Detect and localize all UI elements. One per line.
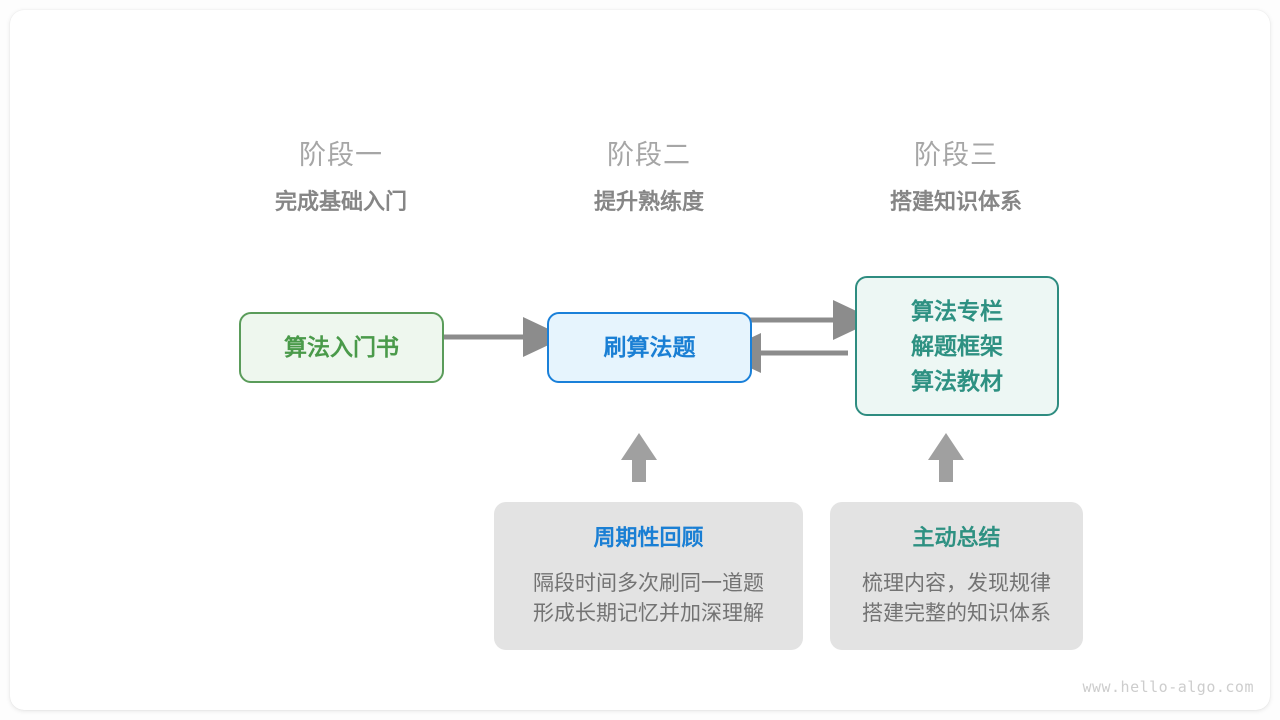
- node-practice-problems-line-1: 刷算法题: [603, 334, 696, 360]
- node-intro-book[interactable]: 算法入门书: [239, 312, 444, 383]
- stage-3-index: 阶段三: [914, 140, 998, 170]
- node-practice-problems[interactable]: 刷算法题: [547, 312, 752, 383]
- stage-column-1: 阶段一 完成基础入门: [191, 138, 491, 217]
- node-intro-book-line-1: 算法入门书: [284, 334, 399, 360]
- watermark: www.hello-algo.com: [1082, 678, 1254, 696]
- stage-column-2: 阶段二 提升熟练度: [499, 138, 799, 217]
- node-advanced-resources-line-3: 算法教材: [911, 367, 1003, 394]
- stage-1-index: 阶段一: [299, 140, 383, 170]
- diagram-canvas: 阶段一 完成基础入门 阶段二 提升熟练度 阶段三 搭建知识体系: [10, 10, 1270, 710]
- stage-2-title: 提升熟练度: [593, 189, 704, 214]
- stage-2-index: 阶段二: [607, 140, 691, 170]
- node-advanced-resources-line-1: 算法专栏: [911, 297, 1003, 324]
- card-periodic-review-body-line-2: 形成长期记忆并加深理解: [533, 602, 764, 625]
- card-periodic-review-title: 周期性回顾: [593, 525, 704, 550]
- card-active-summary-body-line-1: 梳理内容，发现规律: [862, 572, 1051, 595]
- edge-review-to-practice: [621, 433, 657, 482]
- card-periodic-review-body-line-1: 隔段时间多次刷同一道题: [533, 572, 764, 595]
- stage-1-title: 完成基础入门: [274, 189, 407, 214]
- node-advanced-resources-line-2: 解题框架: [911, 332, 1003, 359]
- card-periodic-review[interactable]: 周期性回顾 隔段时间多次刷同一道题 形成长期记忆并加深理解: [494, 502, 803, 650]
- stage-3-title: 搭建知识体系: [889, 189, 1022, 214]
- card-active-summary[interactable]: 主动总结 梳理内容，发现规律 搭建完整的知识体系: [830, 502, 1083, 650]
- stage-column-3: 阶段三 搭建知识体系: [806, 138, 1106, 217]
- edge-summary-to-resources: [928, 433, 964, 482]
- node-advanced-resources[interactable]: 算法专栏 解题框架 算法教材: [855, 276, 1059, 416]
- card-active-summary-body-line-2: 搭建完整的知识体系: [862, 602, 1051, 625]
- card-active-summary-title: 主动总结: [912, 525, 1001, 550]
